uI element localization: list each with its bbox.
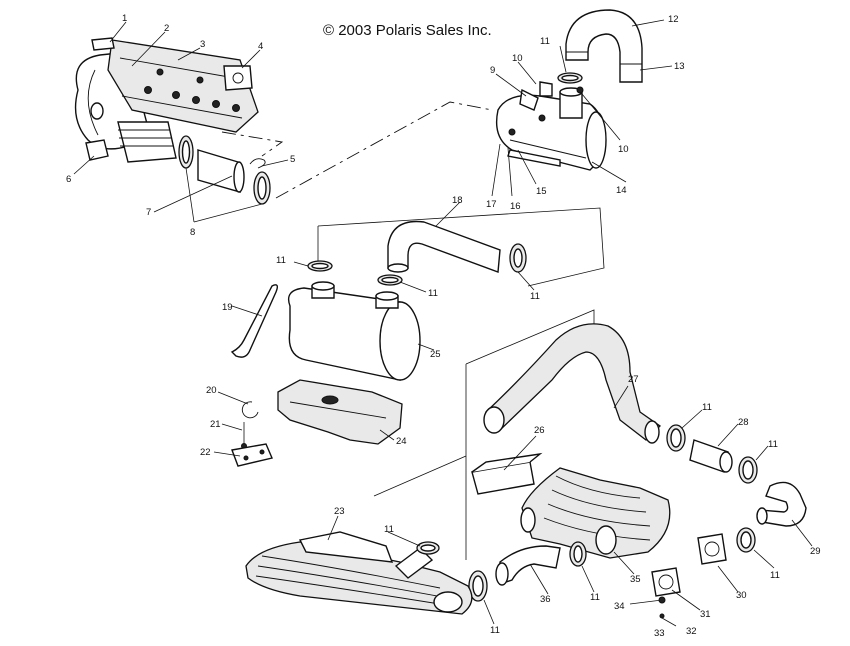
callout-11-pipe: 11 <box>530 291 540 302</box>
bolt-34 <box>629 599 663 605</box>
callout-14: 14 <box>616 185 627 196</box>
callout-11-29: 11 <box>770 570 780 581</box>
callout-24: 24 <box>396 436 407 447</box>
callout-21: 21 <box>210 419 221 430</box>
manifold-block <box>107 39 259 133</box>
exhaust-manifold-35 <box>521 467 671 559</box>
plate-22 <box>231 443 273 467</box>
callout-31: 31 <box>700 609 711 620</box>
callout-11-35: 11 <box>590 592 600 603</box>
exhaust-manifold-23 <box>245 541 473 615</box>
callout-9: 9 <box>490 65 495 76</box>
callout-5: 5 <box>290 154 295 165</box>
callout-11-top: 11 <box>540 36 550 47</box>
snap-ring <box>241 401 259 419</box>
callout-11-27: 11 <box>702 402 712 413</box>
callout-19: 19 <box>222 302 233 313</box>
callout-labels: 1 2 3 4 5 6 7 8 9 10 10 11 12 13 14 15 1… <box>66 13 821 639</box>
callout-4: 4 <box>258 41 263 52</box>
exhaust-manifold-assembly <box>74 37 284 205</box>
callout-2: 2 <box>164 23 169 34</box>
callout-1: 1 <box>122 13 127 24</box>
callout-25: 25 <box>430 349 441 360</box>
callout-36: 36 <box>540 594 551 605</box>
callout-32: 32 <box>686 626 697 637</box>
callout-20: 20 <box>206 385 217 396</box>
callout-22: 22 <box>200 447 211 458</box>
strap <box>230 284 279 358</box>
callout-26: 26 <box>534 425 545 436</box>
callout-13: 13 <box>674 61 685 72</box>
bracket-line-23 <box>373 455 467 497</box>
copyright-text: © 2003 Polaris Sales Inc. <box>323 22 492 39</box>
callout-18: 18 <box>452 195 463 206</box>
callout-11-23: 11 <box>384 524 394 535</box>
callout-10-right: 10 <box>618 144 629 155</box>
gasket-plate <box>223 65 253 91</box>
callout-11-tank-right: 11 <box>428 288 438 299</box>
callout-11-28: 11 <box>768 439 778 450</box>
middle-muffler-assembly <box>230 220 527 467</box>
exhaust-elbow <box>565 9 643 83</box>
callout-7: 7 <box>146 207 151 218</box>
upper-muffler-assembly <box>495 9 643 171</box>
callout-30: 30 <box>736 590 747 601</box>
callout-12: 12 <box>668 14 679 25</box>
tank-bracket <box>277 379 403 445</box>
callout-28: 28 <box>738 417 749 428</box>
callout-35: 35 <box>630 574 641 585</box>
gasket-31 <box>651 567 681 597</box>
bracket-line-18 <box>317 207 605 287</box>
fitting-6 <box>85 139 109 161</box>
callout-16: 16 <box>510 201 521 212</box>
callout-27: 27 <box>628 374 639 385</box>
pipe-36 <box>499 545 561 585</box>
callout-8: 8 <box>190 227 195 238</box>
manifold-bolt-holes <box>144 68 240 112</box>
gasket-30 <box>697 533 727 565</box>
callout-11-36: 11 <box>490 625 500 636</box>
callout-15: 15 <box>536 186 547 197</box>
callout-10-top: 10 <box>512 53 523 64</box>
callout-23: 23 <box>334 506 345 517</box>
pipe-27 <box>485 323 662 441</box>
callout-33: 33 <box>654 628 665 639</box>
connector-line-a <box>275 101 493 199</box>
heat-shield-box <box>471 461 535 495</box>
callout-11-tank-left: 11 <box>276 255 286 266</box>
leader-lines <box>73 19 813 627</box>
callout-17: 17 <box>486 199 497 210</box>
callout-34: 34 <box>614 601 625 612</box>
lower-exhaust-assembly <box>245 323 807 619</box>
pipe-18 <box>387 220 501 273</box>
callout-6: 6 <box>66 174 71 185</box>
elbow-29 <box>759 481 807 527</box>
callout-3: 3 <box>200 39 205 50</box>
callout-29: 29 <box>810 546 821 557</box>
